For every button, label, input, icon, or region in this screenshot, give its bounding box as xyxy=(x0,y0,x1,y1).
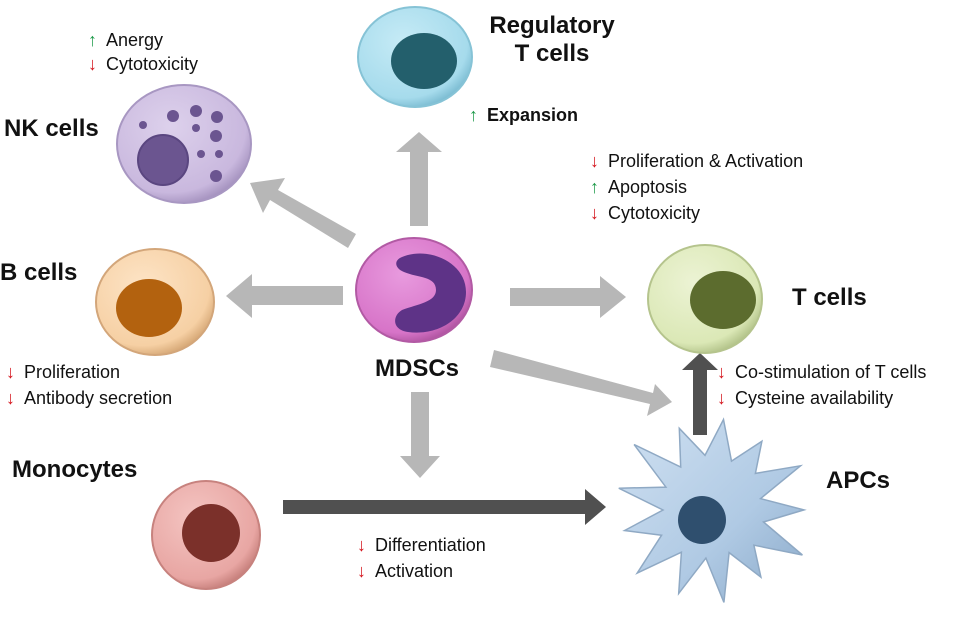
bcell-label: B cells xyxy=(0,259,78,286)
effect-text: Cytotoxicity xyxy=(608,203,701,223)
effect-row: ↓ Activation xyxy=(357,558,486,584)
effect-text: Cytotoxicity xyxy=(106,54,199,74)
effect-text: Co-stimulation of T cells xyxy=(735,362,927,382)
down-arrow-icon: ↓ xyxy=(6,362,15,382)
arrow-mdsc-to-apc xyxy=(490,350,672,416)
treg-label: Regulatory T cells xyxy=(480,12,624,68)
down-arrow-icon: ↓ xyxy=(717,388,726,408)
treg-nucleus xyxy=(391,33,457,89)
effect-row: ↑ Expansion xyxy=(469,102,578,128)
effect-text: Activation xyxy=(375,561,454,581)
apc-nucleus xyxy=(678,496,726,544)
mdsc-cell xyxy=(355,237,473,343)
bcell-nucleus xyxy=(116,279,182,337)
monocyte-nucleus xyxy=(182,504,240,562)
effect-row: ↓ Cytotoxicity xyxy=(590,200,803,226)
arrow-mdsc-down xyxy=(400,392,440,478)
effect-row: ↑ Apoptosis xyxy=(590,174,803,200)
apc-effects: ↓ Co-stimulation of T cells ↓ Cysteine ava… xyxy=(717,359,926,411)
mdsc-label: MDSCs xyxy=(375,355,460,382)
apc-label: APCs xyxy=(826,467,891,494)
effect-text: Proliferation xyxy=(24,362,121,382)
treg-label-line2: T cells xyxy=(514,40,590,67)
monocyte-effects: ↓ Differentiation ↓ Activation xyxy=(357,532,486,584)
effect-row: ↓ Cysteine availability xyxy=(717,385,926,411)
effect-text: Proliferation & Activation xyxy=(608,151,804,171)
effect-text: Differentiation xyxy=(375,535,486,555)
effect-row: ↓ Cytotoxicity xyxy=(88,52,198,76)
effect-text: Apoptosis xyxy=(608,177,688,197)
treg-label-line1: Regulatory xyxy=(489,12,615,39)
apc-cell xyxy=(618,417,807,603)
arrow-monocyte-to-apc xyxy=(283,489,606,525)
down-arrow-icon: ↓ xyxy=(357,561,366,581)
monocyte-cell xyxy=(151,480,261,590)
effect-row: ↓ Differentiation xyxy=(357,532,486,558)
effect-row: ↓ Proliferation xyxy=(6,359,172,385)
treg-cell xyxy=(357,6,473,108)
monocyte-label: Monocytes xyxy=(12,456,138,483)
down-arrow-icon: ↓ xyxy=(590,151,599,171)
effect-row: ↓ Antibody secretion xyxy=(6,385,172,411)
down-arrow-icon: ↓ xyxy=(590,203,599,223)
effect-row: ↓ Proliferation & Activation xyxy=(590,148,803,174)
down-arrow-icon: ↓ xyxy=(717,362,726,382)
arrow-mdsc-to-treg xyxy=(396,132,442,226)
tcell-effects: ↓ Proliferation & Activation ↑ Apoptosis ↓… xyxy=(590,148,803,226)
effect-row: ↓ Co-stimulation of T cells xyxy=(717,359,926,385)
nk-effects: ↑ Anergy ↓ Cytotoxicity xyxy=(88,28,198,76)
tcell xyxy=(647,244,763,354)
up-arrow-icon: ↑ xyxy=(590,177,599,197)
effect-text: Anergy xyxy=(106,30,164,50)
up-arrow-icon: ↑ xyxy=(88,30,97,50)
bcell xyxy=(95,248,215,356)
tcell-label: T cells xyxy=(792,284,867,311)
tcell-nucleus xyxy=(690,271,756,329)
arrow-apc-to-tcell xyxy=(682,353,718,435)
arrow-mdsc-to-tcell xyxy=(510,276,626,318)
down-arrow-icon: ↓ xyxy=(6,388,15,408)
treg-effects: ↑ Expansion xyxy=(469,102,578,128)
down-arrow-icon: ↓ xyxy=(357,535,366,555)
up-arrow-icon: ↑ xyxy=(469,105,478,125)
bcell-effects: ↓ Proliferation ↓ Antibody secretion xyxy=(6,359,172,411)
mdsc-nucleus xyxy=(395,253,466,333)
arrow-mdsc-to-nk xyxy=(250,178,356,248)
down-arrow-icon: ↓ xyxy=(88,54,97,74)
effect-row: ↑ Anergy xyxy=(88,28,198,52)
nk-nucleus xyxy=(137,134,189,186)
effect-text: Expansion xyxy=(487,105,579,125)
nk-cell xyxy=(116,84,252,204)
nk-label: NK cells xyxy=(4,115,99,142)
effect-text: Antibody secretion xyxy=(24,388,173,408)
effect-text: Cysteine availability xyxy=(735,388,894,408)
arrow-mdsc-to-bcell xyxy=(226,274,343,318)
